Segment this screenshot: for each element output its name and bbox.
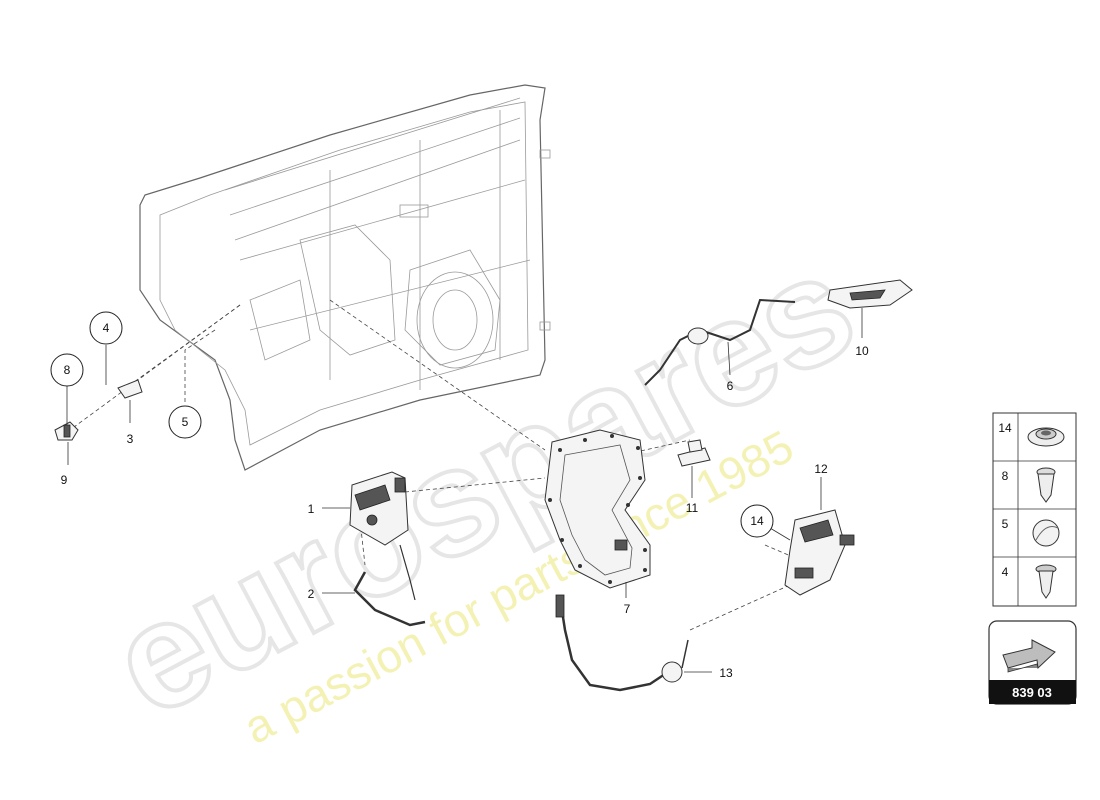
callout-5: 5 xyxy=(182,415,189,429)
door-frame xyxy=(139,84,551,471)
legend-row-4: 4 xyxy=(1002,564,1057,599)
callout-3: 3 xyxy=(127,432,134,446)
callout-12: 12 xyxy=(814,462,828,476)
expanding-clip-icon xyxy=(1035,564,1057,599)
callout-7: 7 xyxy=(624,602,631,616)
legend-row-1: 14 xyxy=(998,421,1065,447)
callout-6: 6 xyxy=(727,379,734,393)
legend-number: 5 xyxy=(1002,517,1009,531)
bracket-part-3 xyxy=(117,379,143,399)
callouts: 1 2 3 4 5 6 7 8 9 10 11 12 13 14 xyxy=(50,311,869,680)
callout-5-circle xyxy=(168,405,202,439)
legend-row-2: 8 xyxy=(1002,467,1056,503)
callout-2: 2 xyxy=(308,587,315,601)
module-carrier-part xyxy=(544,429,651,589)
push-clip-icon xyxy=(1036,467,1056,503)
callout-8: 8 xyxy=(64,363,71,377)
callout-14: 14 xyxy=(750,514,764,528)
lock-cable-part xyxy=(353,544,426,627)
legend-number: 8 xyxy=(1002,469,1009,483)
grommet-icon xyxy=(1027,427,1065,447)
diagram-id-badge: 839 03 xyxy=(988,620,1077,705)
callout-1: 1 xyxy=(308,502,315,516)
callout-13: 13 xyxy=(719,666,733,680)
callout-9: 9 xyxy=(61,473,68,487)
callout-14-circle xyxy=(740,504,774,538)
cap-icon xyxy=(1032,519,1060,547)
legend-number: 4 xyxy=(1002,565,1009,579)
diagram-id: 839 03 xyxy=(1012,685,1052,700)
callout-10: 10 xyxy=(855,344,869,358)
lock-actuator-part xyxy=(784,509,855,596)
fastener-legend: 14 8 5 4 xyxy=(992,412,1077,607)
legend-number: 14 xyxy=(998,421,1012,435)
callout-4-circle xyxy=(89,311,123,345)
handle-cable-part xyxy=(644,298,796,386)
door-lock-part xyxy=(349,471,409,546)
callout-4: 4 xyxy=(103,321,110,335)
release-cable-part xyxy=(555,594,689,692)
inner-handle-part xyxy=(827,279,913,309)
callout-11: 11 xyxy=(686,501,699,515)
leader-lines xyxy=(66,308,863,673)
bracket-part-11 xyxy=(677,439,711,467)
clip-parts xyxy=(54,379,143,441)
legend-row-3: 5 xyxy=(1002,517,1060,547)
view-direction-arrow-icon xyxy=(1002,639,1056,673)
callout-8-circle xyxy=(50,353,84,387)
